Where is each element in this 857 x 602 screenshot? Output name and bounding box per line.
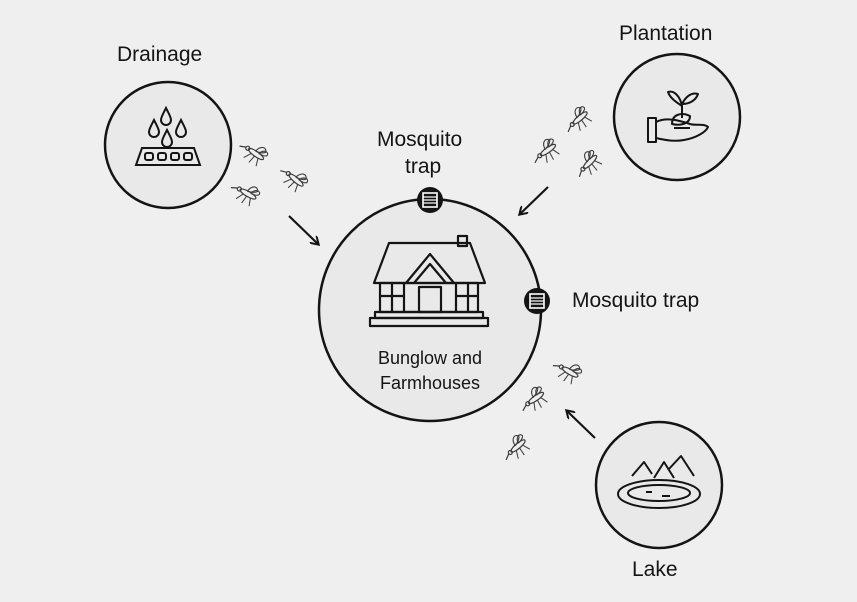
drainage-label: Drainage — [117, 43, 203, 66]
lake-icon — [617, 455, 701, 509]
center-label-line1: Bunglow and — [377, 348, 483, 368]
drainage-icon — [134, 105, 202, 166]
trap-top-label-line1: Mosquito — [377, 128, 463, 151]
mosquito-icon — [226, 175, 263, 210]
arrow-icon — [520, 186, 549, 214]
mosquito-icon — [515, 383, 552, 418]
plant-in-hand-icon — [647, 90, 709, 143]
mosquito-icon — [559, 103, 596, 139]
mosquito-icon — [234, 135, 271, 170]
trap-top-label-line2: trap — [405, 155, 442, 178]
center-label-line2: Farmhouses — [379, 373, 481, 393]
mosquito-icon — [497, 431, 534, 467]
house-icon — [368, 234, 490, 328]
plantation-label: Plantation — [619, 22, 713, 45]
arrow-icon — [567, 411, 596, 439]
plantation-node — [612, 52, 742, 182]
drainage-node — [103, 80, 233, 210]
trap-right-label: Mosquito trap — [572, 289, 700, 312]
arrow-icon — [288, 215, 318, 244]
mosquito-trap-icon — [524, 288, 550, 314]
lake-label: Lake — [632, 558, 678, 581]
mosquito-icon — [569, 147, 606, 184]
mosquito-icon — [548, 353, 585, 388]
mosquito-icon — [274, 160, 311, 196]
mosquito-trap-icon — [417, 187, 443, 213]
mosquito-icon — [527, 135, 564, 170]
